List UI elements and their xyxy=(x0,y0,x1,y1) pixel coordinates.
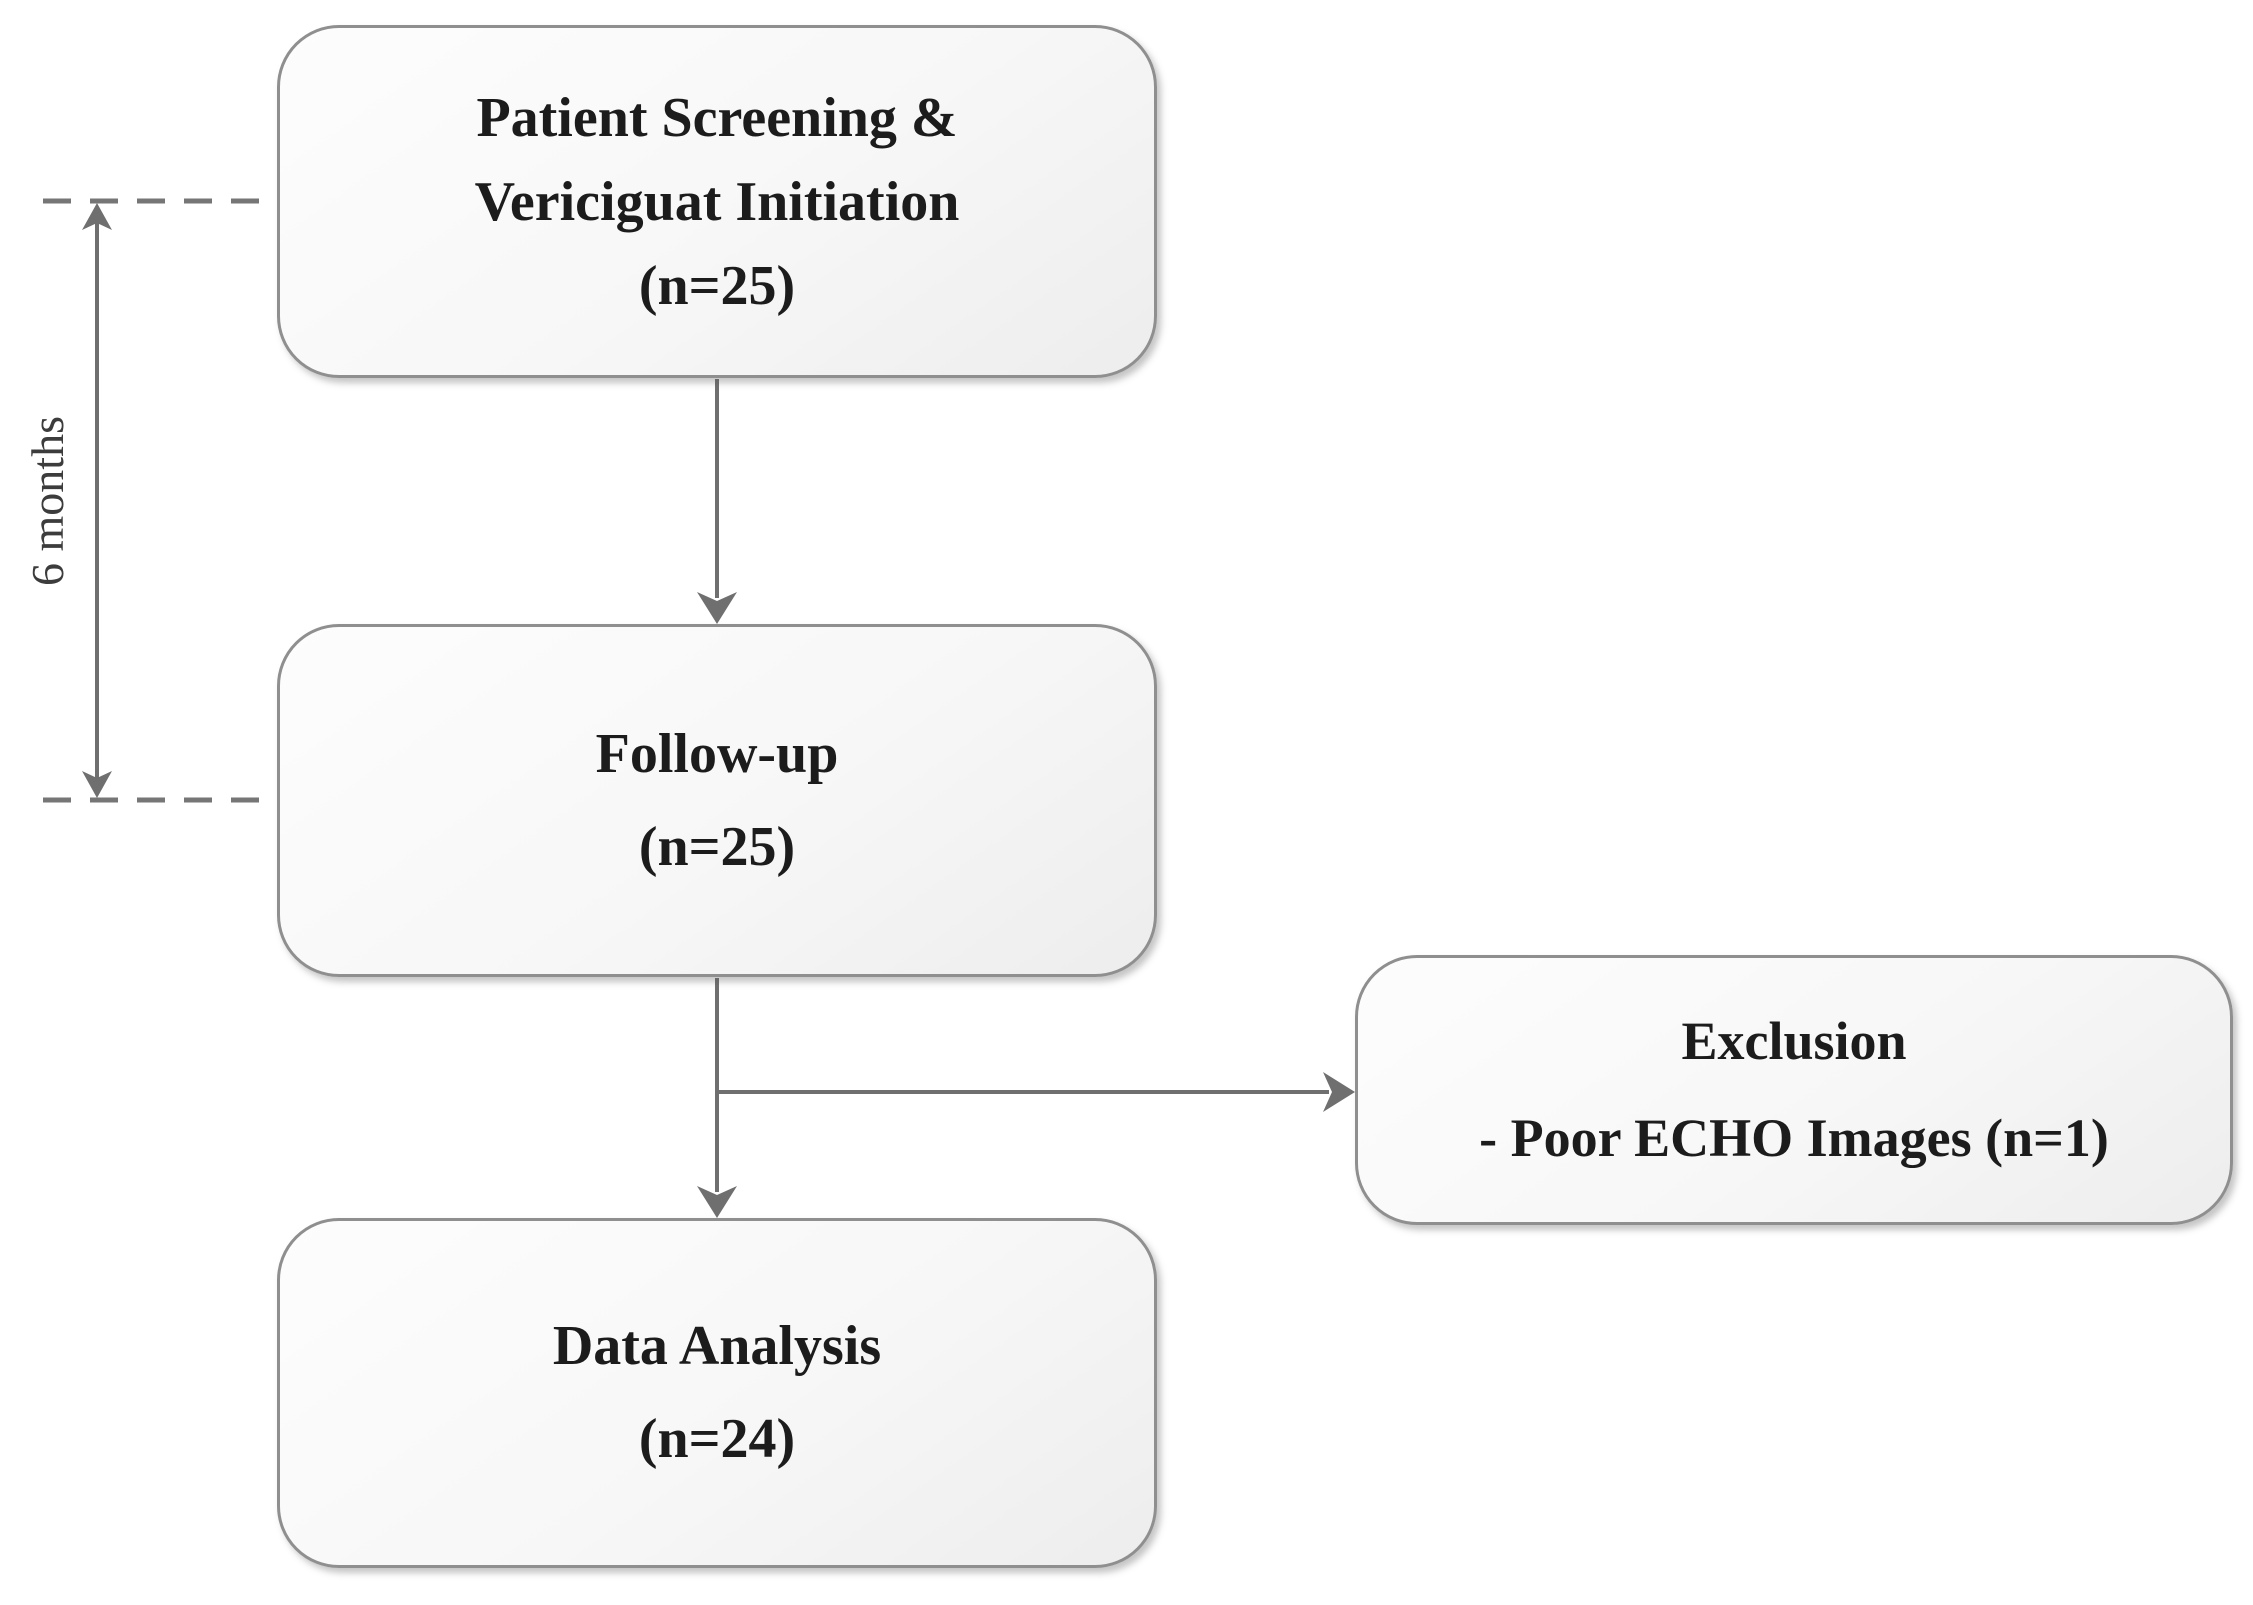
interval-label: 6 months xyxy=(22,416,73,586)
node-patient-screening: Patient Screening & Vericiguat Initiatio… xyxy=(277,25,1157,378)
node-data-analysis: Data Analysis (n=24) xyxy=(277,1218,1157,1568)
node-title: Exclusion xyxy=(1681,1011,1907,1071)
node-detail: - Poor ECHO Images (n=1) xyxy=(1479,1108,2109,1168)
arrow-screening-to-followup xyxy=(697,379,737,624)
node-line: Vericiguat Initiation xyxy=(474,170,960,233)
node-exclusion: Exclusion - Poor ECHO Images (n=1) xyxy=(1355,955,2233,1225)
node-count: (n=25) xyxy=(638,254,796,317)
node-line: Patient Screening & xyxy=(476,86,958,149)
node-line: Follow-up xyxy=(595,722,839,785)
node-followup: Follow-up (n=25) xyxy=(277,624,1157,977)
arrow-branch-to-exclusion xyxy=(715,1072,1355,1112)
node-count: (n=24) xyxy=(638,1408,796,1470)
node-line: Data Analysis xyxy=(552,1315,882,1377)
arrow-followup-to-analysis xyxy=(697,978,737,1218)
interval-double-arrow xyxy=(82,203,112,798)
node-count: (n=25) xyxy=(638,815,796,878)
